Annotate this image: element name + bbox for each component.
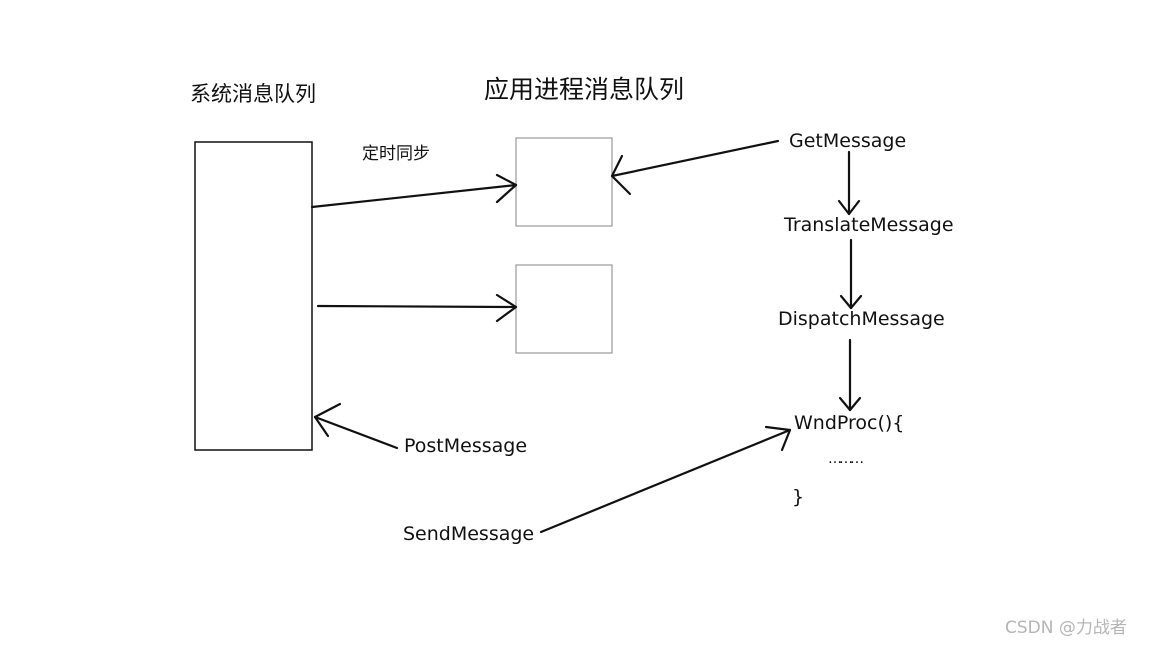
getmessage-arrow-head — [610, 154, 632, 196]
dispatchmessage-label: DispatchMessage — [778, 308, 945, 330]
wndproc-header: WndProc(){ — [794, 412, 905, 434]
sendmessage-arrow-head — [764, 425, 792, 452]
sync-arrow-1-head — [495, 173, 518, 204]
app-queue-slot-1 — [515, 137, 613, 227]
system-queue-box — [194, 141, 313, 451]
wndproc-close: } — [792, 486, 805, 508]
translatemessage-label: TranslateMessage — [784, 214, 954, 236]
getmessage-arrow — [610, 139, 780, 178]
sendmessage-label: SendMessage — [403, 523, 535, 545]
loop-arrow-translate-dispatch-head — [839, 294, 863, 310]
app-queue-slot-2 — [515, 264, 613, 354]
app-queue-title: 应用进程消息队列 — [484, 75, 685, 104]
csdn-watermark: CSDN @力战者 — [1005, 618, 1127, 638]
loop-arrow-dispatch-wndproc-head — [838, 396, 862, 412]
timer-sync-label: 定时同步 — [362, 144, 430, 164]
system-queue-title: 系统消息队列 — [190, 82, 316, 106]
wndproc-body: ……… — [828, 451, 864, 467]
postmessage-arrow — [313, 415, 399, 450]
postmessage-label: PostMessage — [404, 435, 528, 457]
sync-arrow-2-head — [495, 293, 518, 323]
sync-arrow-2 — [316, 304, 518, 309]
getmessage-label: GetMessage — [789, 130, 907, 152]
sync-arrow-1 — [310, 183, 518, 209]
loop-arrow-get-translate-head — [837, 199, 861, 216]
postmessage-arrow-head — [313, 402, 342, 438]
sendmessage-arrow — [539, 428, 792, 534]
